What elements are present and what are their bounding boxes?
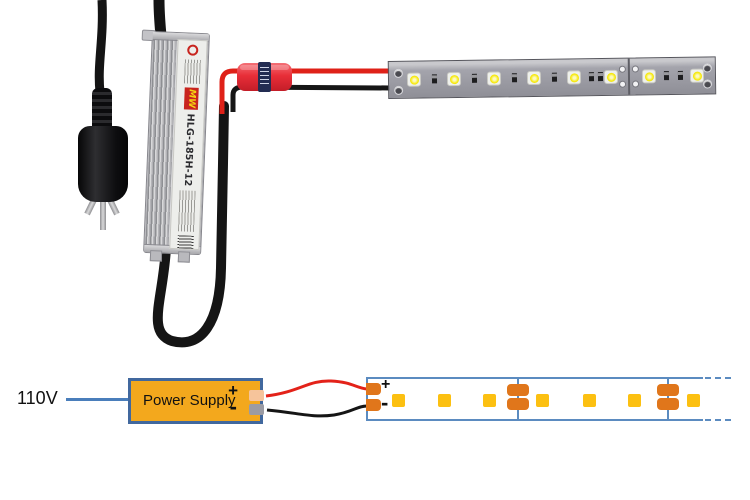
box-minus-sign: - <box>229 394 237 419</box>
label-dot-icon <box>187 44 199 56</box>
solder-pad <box>619 66 625 72</box>
led-bar <box>387 56 717 99</box>
input-wire-line <box>66 398 128 401</box>
led-die <box>489 73 499 84</box>
power-plug <box>78 126 128 202</box>
box-plus-sign: + <box>228 381 238 400</box>
strip-plus-sign: + <box>381 376 391 393</box>
psu-mounting-tab <box>149 250 163 262</box>
solder-pad <box>632 66 638 72</box>
power-supply-box: Power Supply + - <box>128 378 263 424</box>
led-die <box>409 75 419 85</box>
box-positive-terminal <box>249 390 264 401</box>
led-chip <box>687 394 700 407</box>
plug-strain-relief <box>92 88 112 132</box>
led-chip <box>583 394 596 407</box>
led-die <box>529 73 539 83</box>
solder-pad <box>507 384 529 396</box>
label-fine-print <box>177 190 196 232</box>
resistor-chip <box>511 73 517 83</box>
psu-model-text: HLG-185H-12 <box>182 113 197 187</box>
led-die <box>569 72 579 82</box>
led-die <box>644 71 654 81</box>
led-die <box>606 72 616 82</box>
resistor-chip <box>588 72 594 82</box>
resistor-chip <box>471 73 477 83</box>
resistor-chip <box>551 72 557 82</box>
power-supply-box-label: Power Supply <box>143 392 236 409</box>
led-chip <box>689 68 705 83</box>
psu-label-content: MW HLG-185H-12 <box>172 42 206 250</box>
diagram-negative-wire <box>266 404 368 418</box>
led-chip <box>406 72 422 87</box>
solder-pad <box>507 398 529 410</box>
solder-pad <box>657 398 679 410</box>
inline-connector <box>237 62 292 92</box>
strip-edge-pad <box>366 399 381 411</box>
diagram-positive-wire <box>265 379 368 398</box>
box-negative-terminal <box>249 404 264 415</box>
solder-pad <box>657 384 679 396</box>
led-chip <box>392 394 405 407</box>
led-strip-diagram: + - <box>366 376 731 421</box>
led-chip <box>641 69 657 84</box>
led-chip <box>486 71 502 86</box>
strip-continuation-dash <box>705 419 731 421</box>
resistor-chip <box>597 72 603 82</box>
plug-pin-earth <box>100 200 106 230</box>
led-chip <box>526 70 542 86</box>
led-chip <box>536 394 549 407</box>
strip-continuation-dash <box>705 377 731 379</box>
screw-hole <box>704 80 712 88</box>
psu-mounting-tab <box>177 251 191 263</box>
power-supply-unit: MW HLG-185H-12 <box>141 29 210 263</box>
led-chip <box>566 70 582 85</box>
meanwell-logo: MW <box>183 87 199 110</box>
screw-hole <box>395 86 403 94</box>
resistor-chip <box>677 70 683 80</box>
screw-hole <box>703 64 711 72</box>
led-die <box>449 74 459 84</box>
led-chip <box>628 394 641 407</box>
input-voltage-label: 110V <box>17 388 58 408</box>
solder-pad <box>633 81 639 87</box>
led-chip <box>446 71 462 87</box>
label-barcode <box>177 235 194 250</box>
segment-seam <box>627 58 630 95</box>
connector-band <box>258 62 271 92</box>
plug-cable <box>94 0 107 93</box>
led-chip <box>438 394 451 407</box>
resistor-chip <box>431 74 437 84</box>
strip-minus-sign: - <box>381 390 389 415</box>
label-fine-print <box>183 59 201 84</box>
led-die <box>692 71 702 81</box>
screw-hole <box>394 69 402 77</box>
led-chip <box>603 69 619 84</box>
strip-edge-pad <box>366 383 381 395</box>
led-chip <box>483 394 496 407</box>
solder-pad <box>620 81 626 87</box>
resistor-chip <box>663 71 669 81</box>
